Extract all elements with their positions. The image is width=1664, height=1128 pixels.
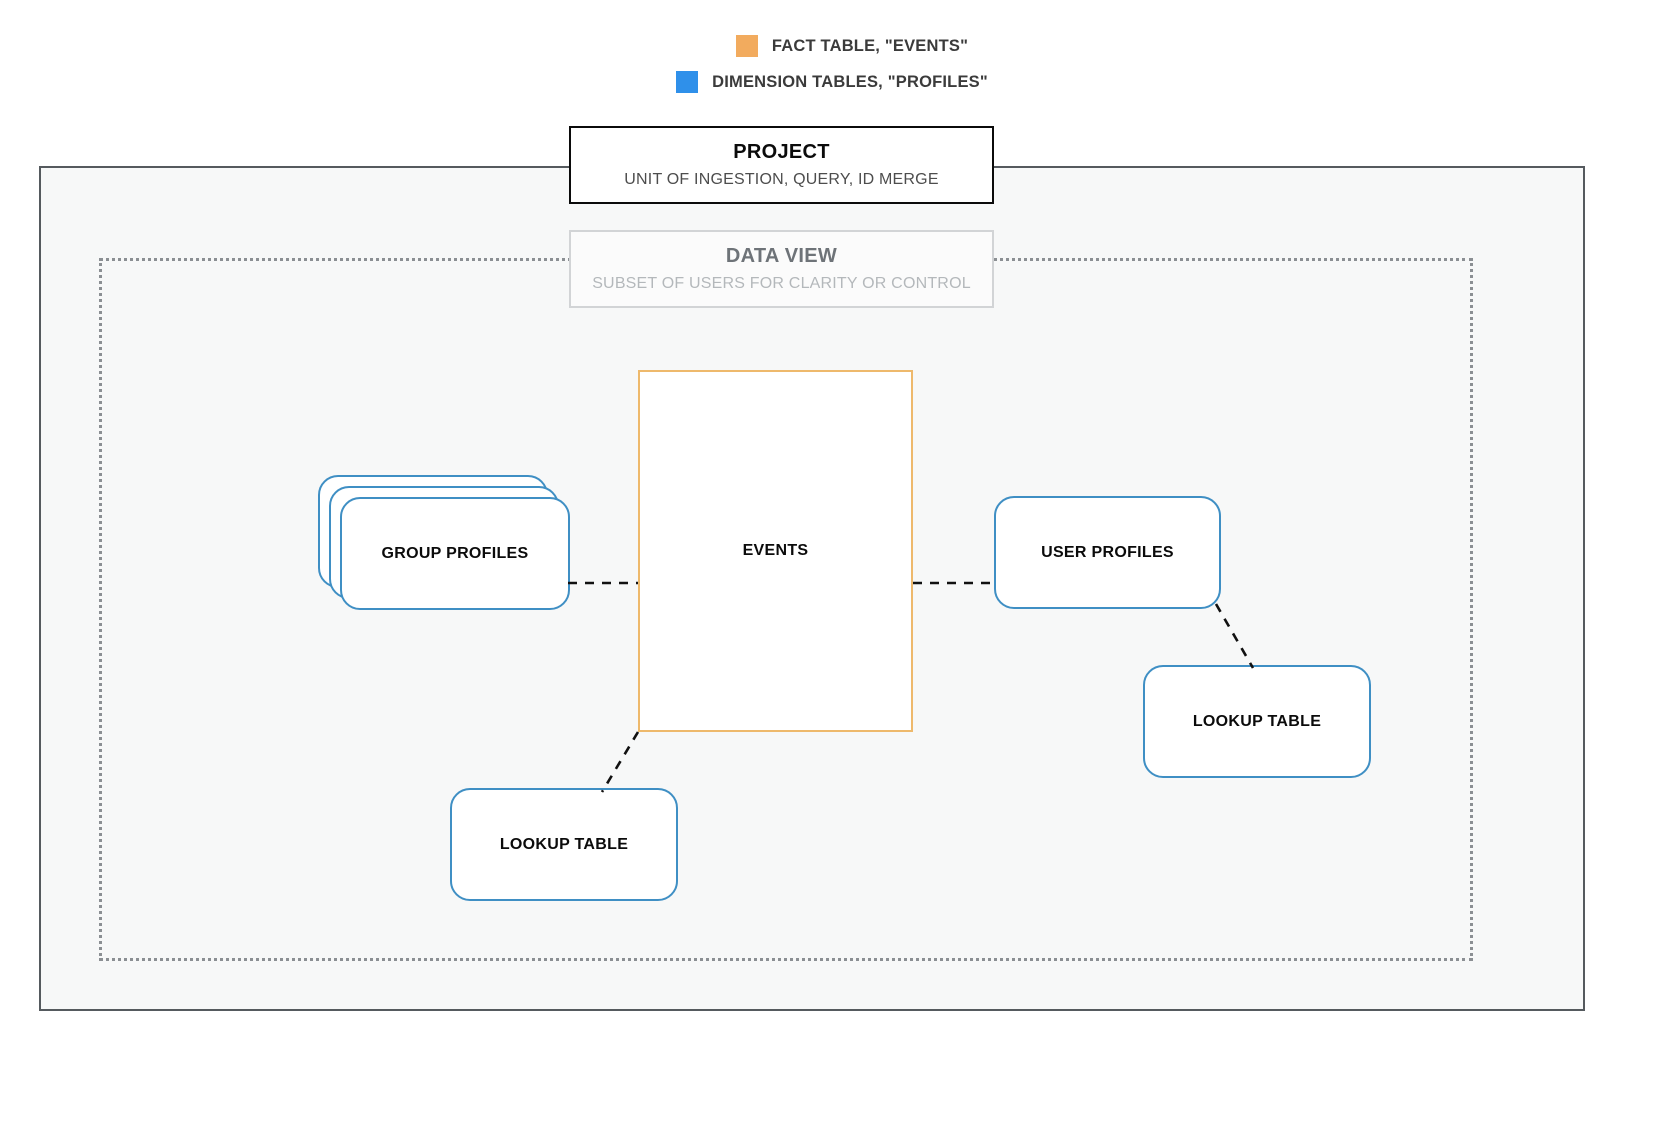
data-view-header-box: DATA VIEW SUBSET OF USERS FOR CLARITY OR… xyxy=(569,230,994,308)
node-user-profiles: USER PROFILES xyxy=(994,496,1221,609)
data-view-subtitle: SUBSET OF USERS FOR CLARITY OR CONTROL xyxy=(592,275,971,292)
node-lookup-table-left: LOOKUP TABLE xyxy=(450,788,678,901)
data-view-title: DATA VIEW xyxy=(725,245,838,267)
legend-item-fact-table: FACT TABLE, "EVENTS" xyxy=(0,28,1664,64)
legend-label-fact-table: FACT TABLE, "EVENTS" xyxy=(771,36,969,55)
node-lookup-table-right: LOOKUP TABLE xyxy=(1143,665,1371,778)
node-events: EVENTS xyxy=(638,370,913,732)
project-title: PROJECT xyxy=(733,141,830,163)
legend-item-dimension-tables: DIMENSION TABLES, "PROFILES" xyxy=(0,64,1664,100)
group-profiles-card-front: GROUP PROFILES xyxy=(340,497,570,610)
legend: FACT TABLE, "EVENTS" DIMENSION TABLES, "… xyxy=(0,28,1664,100)
project-header-box: PROJECT UNIT OF INGESTION, QUERY, ID MER… xyxy=(569,126,994,204)
node-user-profiles-label: USER PROFILES xyxy=(1041,543,1174,561)
node-group-profiles: GROUP PROFILES xyxy=(318,475,570,611)
node-events-label: EVENTS xyxy=(742,542,809,559)
project-subtitle: UNIT OF INGESTION, QUERY, ID MERGE xyxy=(624,171,939,188)
legend-swatch-dimension-tables-icon xyxy=(676,71,699,93)
legend-swatch-fact-table-icon xyxy=(735,35,758,57)
legend-label-dimension-tables: DIMENSION TABLES, "PROFILES" xyxy=(712,72,988,91)
node-group-profiles-label: GROUP PROFILES xyxy=(381,544,529,562)
node-lookup-table-left-label: LOOKUP TABLE xyxy=(499,835,629,853)
node-lookup-table-right-label: LOOKUP TABLE xyxy=(1192,712,1322,730)
